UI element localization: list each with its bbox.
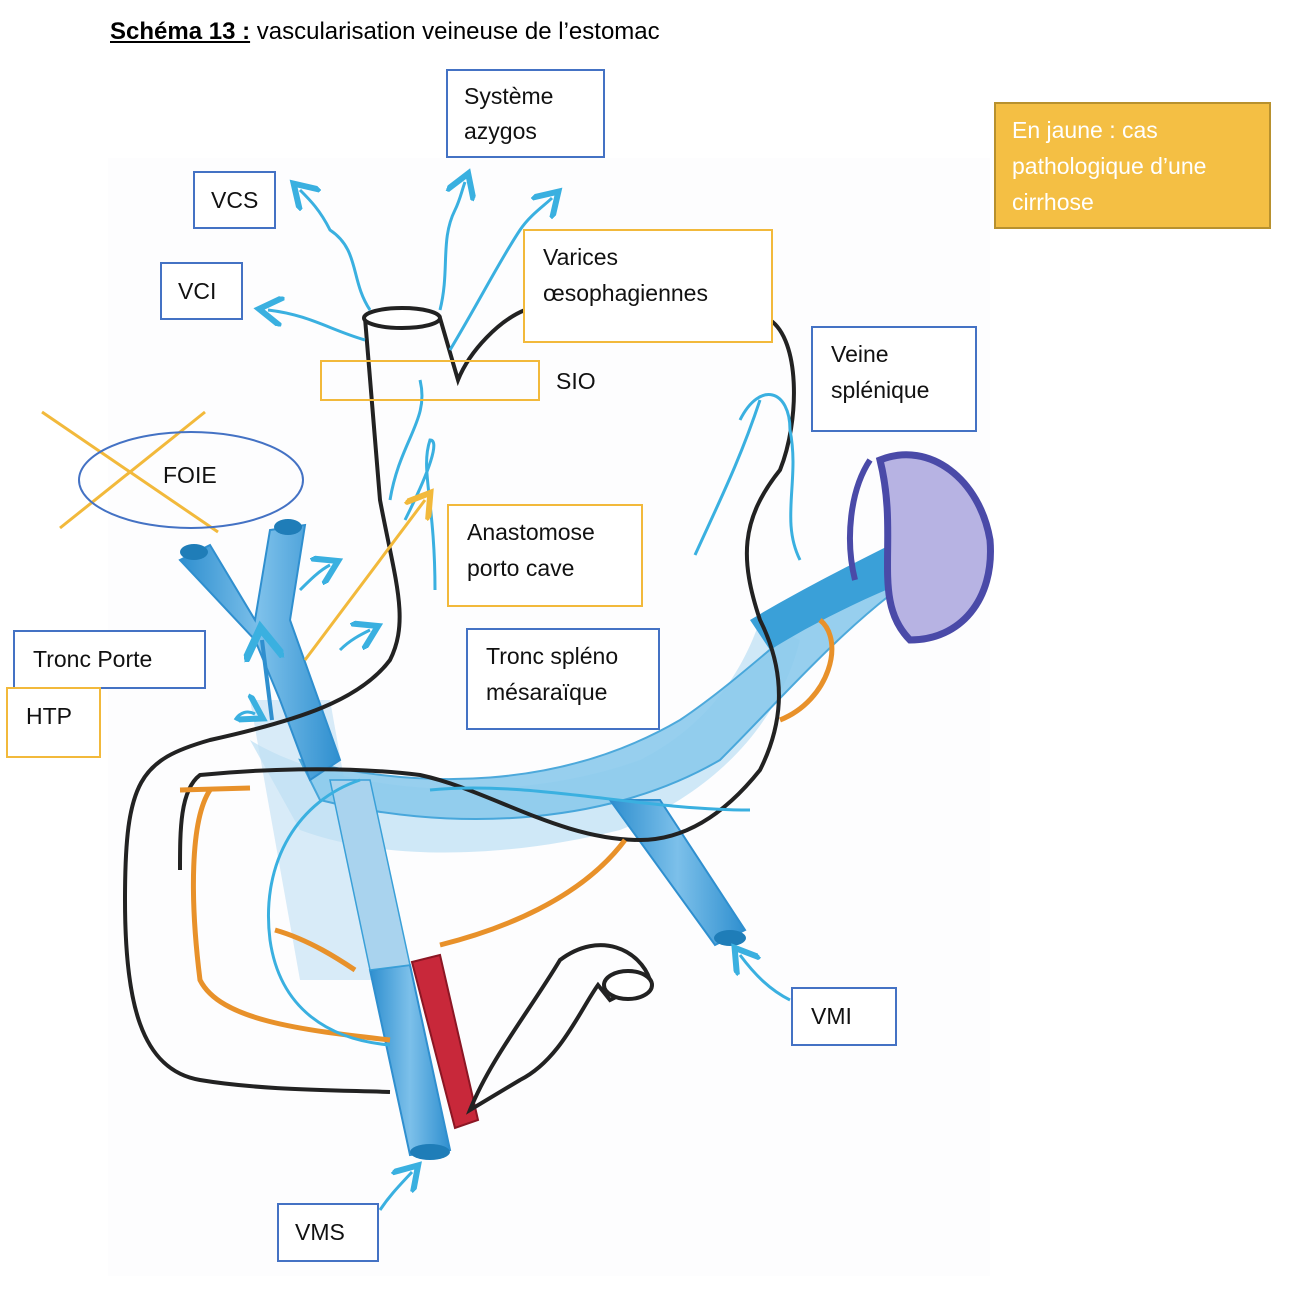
pancreas-body (439, 838, 627, 948)
label-veine-splenique-line2: splénique (831, 377, 930, 403)
collateral-azygos-2 (448, 198, 552, 351)
collateral-gastric-left (738, 393, 802, 561)
label-varices: Varices œsophagiennes (523, 229, 773, 343)
figure-title-text: vascularisation veineuse de l’estomac (250, 18, 660, 45)
spleen-hilum (847, 458, 873, 581)
legend-text: En jaune : cas pathologique d’une cirrho… (1012, 117, 1207, 215)
label-htp: HTP (6, 687, 101, 758)
label-anastomose-porto-cave: Anastomose porto cave (447, 504, 643, 607)
portal-flow-arrow (262, 640, 272, 721)
collateral-portal-2 (338, 630, 370, 652)
label-vci-text: VCI (178, 278, 217, 304)
figure-title: Schéma 13 : vascularisation veineuse de … (110, 18, 660, 46)
collateral-esophageal-1 (388, 379, 424, 501)
anastomose-arrow (303, 500, 425, 661)
label-varices-line1: Varices (543, 244, 618, 270)
arrow-vms (378, 1172, 412, 1211)
label-vms: VMS (277, 1203, 379, 1262)
label-htp-text: HTP (26, 703, 72, 729)
label-vci: VCI (160, 262, 243, 320)
label-varices-line2: œsophagiennes (543, 280, 708, 306)
collateral-portal-1 (298, 565, 330, 592)
figure-title-lead: Schéma 13 : (110, 18, 251, 45)
label-systeme-azygos-line1: Système (464, 83, 554, 109)
label-vmi: VMI (791, 987, 897, 1046)
duodenum-opening (602, 969, 654, 1001)
splenic-vein-distal (750, 540, 910, 650)
label-vmi-text: VMI (811, 1003, 852, 1029)
vmi-end (714, 930, 746, 946)
collateral-loop (267, 778, 391, 1047)
label-systeme-azygos: Système azygos (446, 69, 605, 158)
label-foie: FOIE (163, 462, 217, 488)
sma-artery (410, 953, 480, 1130)
label-vcs-text: VCS (211, 187, 259, 213)
label-veine-splenique-line1: Veine (831, 341, 889, 367)
label-vms-text: VMS (295, 1219, 345, 1245)
collateral-esophageal-2 (403, 438, 437, 591)
esophagus-opening (362, 306, 442, 330)
label-vcs: VCS (193, 171, 276, 229)
collateral-gastric-left-2 (693, 399, 762, 556)
collateral-azygos-1 (438, 182, 465, 311)
portal-branch-left-end (180, 544, 208, 560)
label-tronc-spleno-line1: Tronc spléno (486, 643, 619, 669)
legend-pathologic-cirrhosis: En jaune : cas pathologique d’une cirrho… (994, 102, 1271, 229)
pancreas-tail (779, 618, 835, 723)
esophagus-right (438, 308, 526, 387)
label-anastomose-line1: Anastomose (467, 519, 595, 545)
label-tronc-porte: Tronc Porte (13, 630, 206, 689)
sio-highlight-box (320, 360, 540, 401)
stomach-greater-curvature (178, 318, 796, 871)
collateral-vci (268, 310, 366, 342)
vms-end (410, 1144, 450, 1160)
label-tronc-spleno-mesaraique: Tronc spléno mésaraïque (466, 628, 660, 730)
vmi-vein (608, 799, 747, 947)
label-tronc-porte-text: Tronc Porte (33, 646, 153, 672)
pancreas-upper (179, 785, 251, 793)
foie-ellipse (78, 431, 304, 529)
label-systeme-azygos-line2: azygos (464, 118, 537, 144)
arrow-vmi (740, 955, 791, 1002)
duodenum (465, 943, 653, 1115)
esophagus-left (122, 317, 402, 1094)
pancreas-outline (190, 788, 391, 1043)
collateral-splenic-lower (429, 786, 751, 812)
label-veine-splenique: Veine splénique (811, 326, 977, 432)
pancreas-head-tick (274, 927, 357, 973)
label-sio: SIO (556, 368, 596, 394)
label-anastomose-line2: porto cave (467, 555, 575, 581)
label-tronc-spleno-line2: mésaraïque (486, 679, 608, 705)
collateral-portal-3 (233, 712, 255, 720)
collateral-vcs (300, 190, 372, 311)
spleen (875, 451, 994, 644)
portal-branch-right-end (274, 519, 302, 535)
